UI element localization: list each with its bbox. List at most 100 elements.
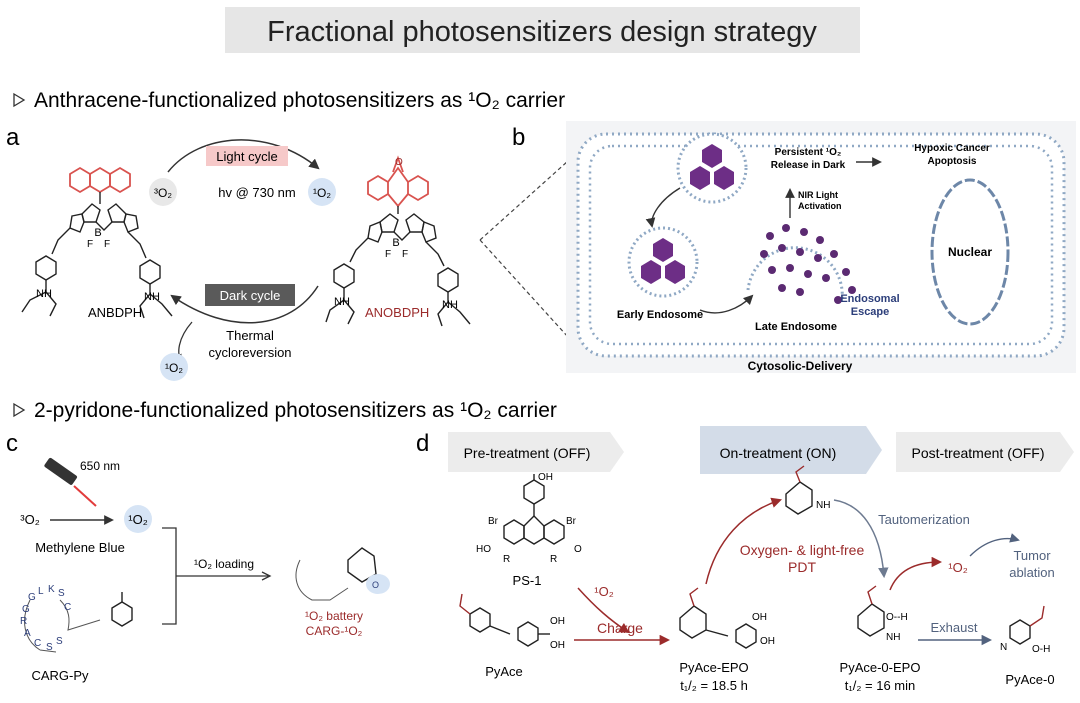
section1-heading: Anthracene-functionalized photosensitize… <box>34 89 565 112</box>
peptide-letter-s3: S <box>56 636 63 647</box>
phase-on-label: On-treatment (ON) <box>720 445 837 461</box>
hv-label: hv @ 730 nm <box>218 185 296 200</box>
svg-text:O: O <box>372 580 379 590</box>
carg-py-label: CARG-Py <box>31 668 89 683</box>
nuclear-label: Nuclear <box>948 245 992 259</box>
nh-right-label-right: NH <box>442 299 458 311</box>
singlet-oxygen-arrow <box>577 587 630 634</box>
ps1-br-right: Br <box>566 516 577 527</box>
ps1-label: PS-1 <box>513 573 542 588</box>
fluorine-label-left: F <box>87 239 93 250</box>
fluorine-label-right-2: F <box>402 249 408 260</box>
pyace0-label: PyAce-0 <box>1005 672 1054 687</box>
boron-label: B <box>94 227 101 239</box>
peptide-letter-s: S <box>58 588 65 599</box>
early-endosome-label: Early Endosome <box>617 309 703 321</box>
o1-circle-c <box>124 505 152 533</box>
tumor-label-2: ablation <box>1009 565 1055 580</box>
section2-heading: 2-pyridone-functionalized photosensitize… <box>34 399 557 422</box>
battery-label-2: CARG-¹O₂ <box>306 624 363 638</box>
anbdph-molecule <box>21 166 173 319</box>
oxygen-bridge-label: O <box>395 157 403 168</box>
epo-oh-1: OH <box>752 612 767 623</box>
battery-molecule: O <box>295 547 390 601</box>
ps-cluster-top-3 <box>714 166 734 190</box>
tautomerization-arrow <box>833 499 889 579</box>
o1-label-right: ¹O₂ <box>313 186 331 200</box>
oxygen-free-label-2: PDT <box>788 559 816 575</box>
panel-d-letter: d <box>416 430 429 457</box>
dark-cycle-arrow <box>170 285 319 324</box>
o1-circle-right <box>308 178 336 206</box>
nucleus <box>930 178 1010 326</box>
oxygen-free-label-1: Oxygen- & light-free <box>740 542 865 558</box>
o3-circle <box>149 178 177 206</box>
peptide-letter-g: G <box>28 592 36 603</box>
peptide-letter-a: A <box>24 628 31 639</box>
peptide-letter-c2: C <box>34 638 41 649</box>
carg-py-peptide: G L K S C G R A C S S <box>20 584 133 653</box>
persistent-label-2: Release in Dark <box>771 160 846 171</box>
pyace0-epo-oh: O--H <box>886 612 908 623</box>
ps1-ho-label: HO <box>476 544 491 555</box>
ps1-molecule <box>503 474 565 545</box>
tautomerization-label: Tautomerization <box>878 512 970 527</box>
phase-post-banner <box>896 432 1074 472</box>
ps1-o-label: O <box>574 544 582 555</box>
peptide-letter-r: R <box>20 616 27 627</box>
pyace0-epo-nh: NH <box>886 632 900 643</box>
late-endosome <box>746 246 844 301</box>
ps-cluster-top-2 <box>690 166 710 190</box>
pyace-epo-molecule <box>679 587 757 649</box>
pyace0-oh: O-H <box>1032 644 1050 655</box>
pyace-epo-half-life: t₁/₂ = 18.5 h <box>680 678 748 693</box>
loading-label: ¹O₂ loading <box>194 557 254 571</box>
endosomal-label: Endosomal <box>840 293 899 305</box>
ps1-oh-label: OH <box>538 472 553 483</box>
light-cycle-arrow <box>167 139 320 173</box>
light-cycle-label: Light cycle <box>216 149 277 164</box>
charge-label: Charge <box>597 620 643 636</box>
late-endosome-label: Late Endosome <box>755 321 837 333</box>
ps1-br-left: Br <box>488 516 499 527</box>
ps-cluster-early-1 <box>653 238 673 262</box>
thermal-label: Thermal <box>226 328 274 343</box>
page-title: Fractional photosensitizers design strat… <box>267 16 817 48</box>
phase-pre-banner <box>448 432 624 472</box>
endocytosis-arrow <box>645 187 681 228</box>
anbdph-label: ANBDPH <box>88 305 142 320</box>
cell-membrane-inner <box>588 144 1054 346</box>
hypoxic-label-2: Apoptosis <box>928 156 977 167</box>
panel-a-letter: a <box>6 124 20 151</box>
o3-label-c: ³O₂ <box>20 512 40 527</box>
merge-bracket <box>162 527 270 625</box>
ps-cluster-early-2 <box>641 260 661 284</box>
pyace0-epo-half-life: t₁/₂ = 16 min <box>845 678 916 693</box>
peptide-letter-s2: S <box>46 642 53 653</box>
peptide-letter-k: K <box>48 584 55 595</box>
merge-arrowhead <box>261 571 272 581</box>
intermediate-nh: NH <box>816 500 830 511</box>
o1-out-label: ¹O₂ <box>948 560 968 575</box>
hypoxic-label-1: Hypoxic Cancer <box>914 143 990 154</box>
pyace0-epo-molecule <box>857 585 885 637</box>
bullet-arrow-icon-2 <box>13 402 26 418</box>
pyace0-n: N <box>1000 642 1007 653</box>
ps-cluster-early-3 <box>665 260 685 284</box>
panel-b-letter: b <box>512 124 525 151</box>
epo-oh-2: OH <box>760 636 775 647</box>
zoom-lines <box>479 151 579 349</box>
ps1-r-left: R <box>503 554 510 565</box>
ps-cluster-top-1 <box>702 144 722 168</box>
title-box <box>225 7 860 53</box>
maturation-arrow <box>699 294 754 314</box>
panel-c-letter: c <box>6 430 18 457</box>
boron-label-right: B <box>392 237 399 249</box>
methylene-blue-label: Methylene Blue <box>35 540 125 555</box>
exhaust-label: Exhaust <box>931 620 978 635</box>
anobdph-molecule <box>325 155 471 327</box>
fluorine-label-right-1: F <box>385 249 391 260</box>
nh-left-label-right: NH <box>334 296 350 308</box>
